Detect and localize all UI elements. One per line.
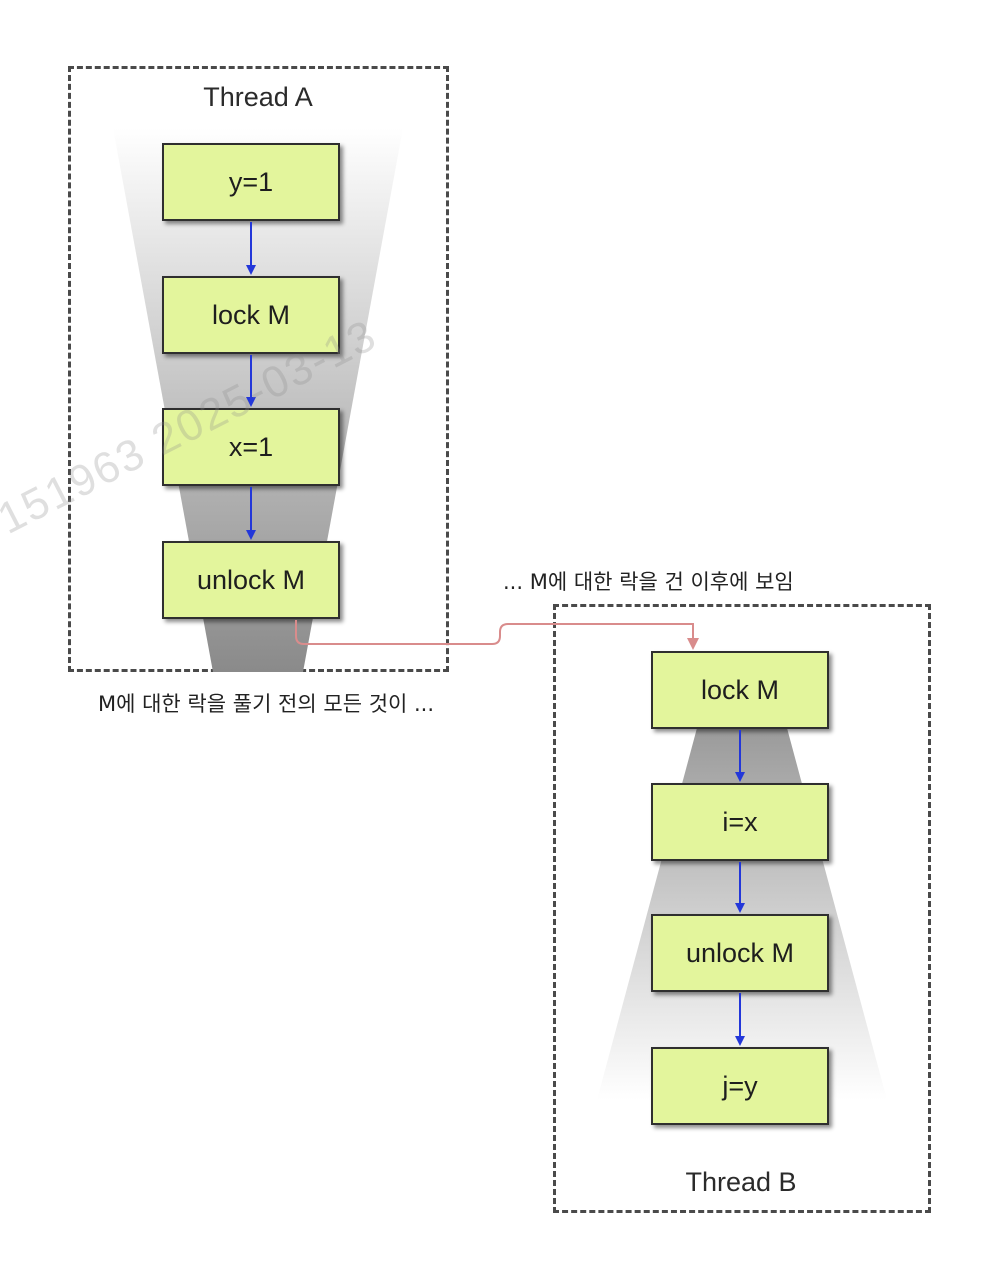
thread-a-step-x1: x=1 — [162, 408, 340, 486]
caption-before-unlock: M에 대한 락을 풀기 전의 모든 것이 ... — [98, 692, 435, 716]
thread-a-step-y1: y=1 — [162, 143, 340, 221]
thread-b-step-ix: i=x — [651, 783, 829, 861]
thread-b-step-jy: j=y — [651, 1047, 829, 1125]
thread-b-step-lock-m: lock M — [651, 651, 829, 729]
thread-b-title: Thread B — [685, 1167, 797, 1197]
sync-arrow — [295, 620, 699, 650]
thread-b-step-unlock-m: unlock M — [651, 914, 829, 992]
thread-a-title: Thread A — [203, 82, 313, 112]
thread-a-step-lock-m: lock M — [162, 276, 340, 354]
caption-after-lock: ... M에 대한 락을 건 이후에 보임 — [503, 570, 794, 594]
thread-a-step-unlock-m: unlock M — [162, 541, 340, 619]
thread-b-frame — [553, 604, 931, 1213]
thread-a-funnel-shading — [113, 128, 403, 672]
